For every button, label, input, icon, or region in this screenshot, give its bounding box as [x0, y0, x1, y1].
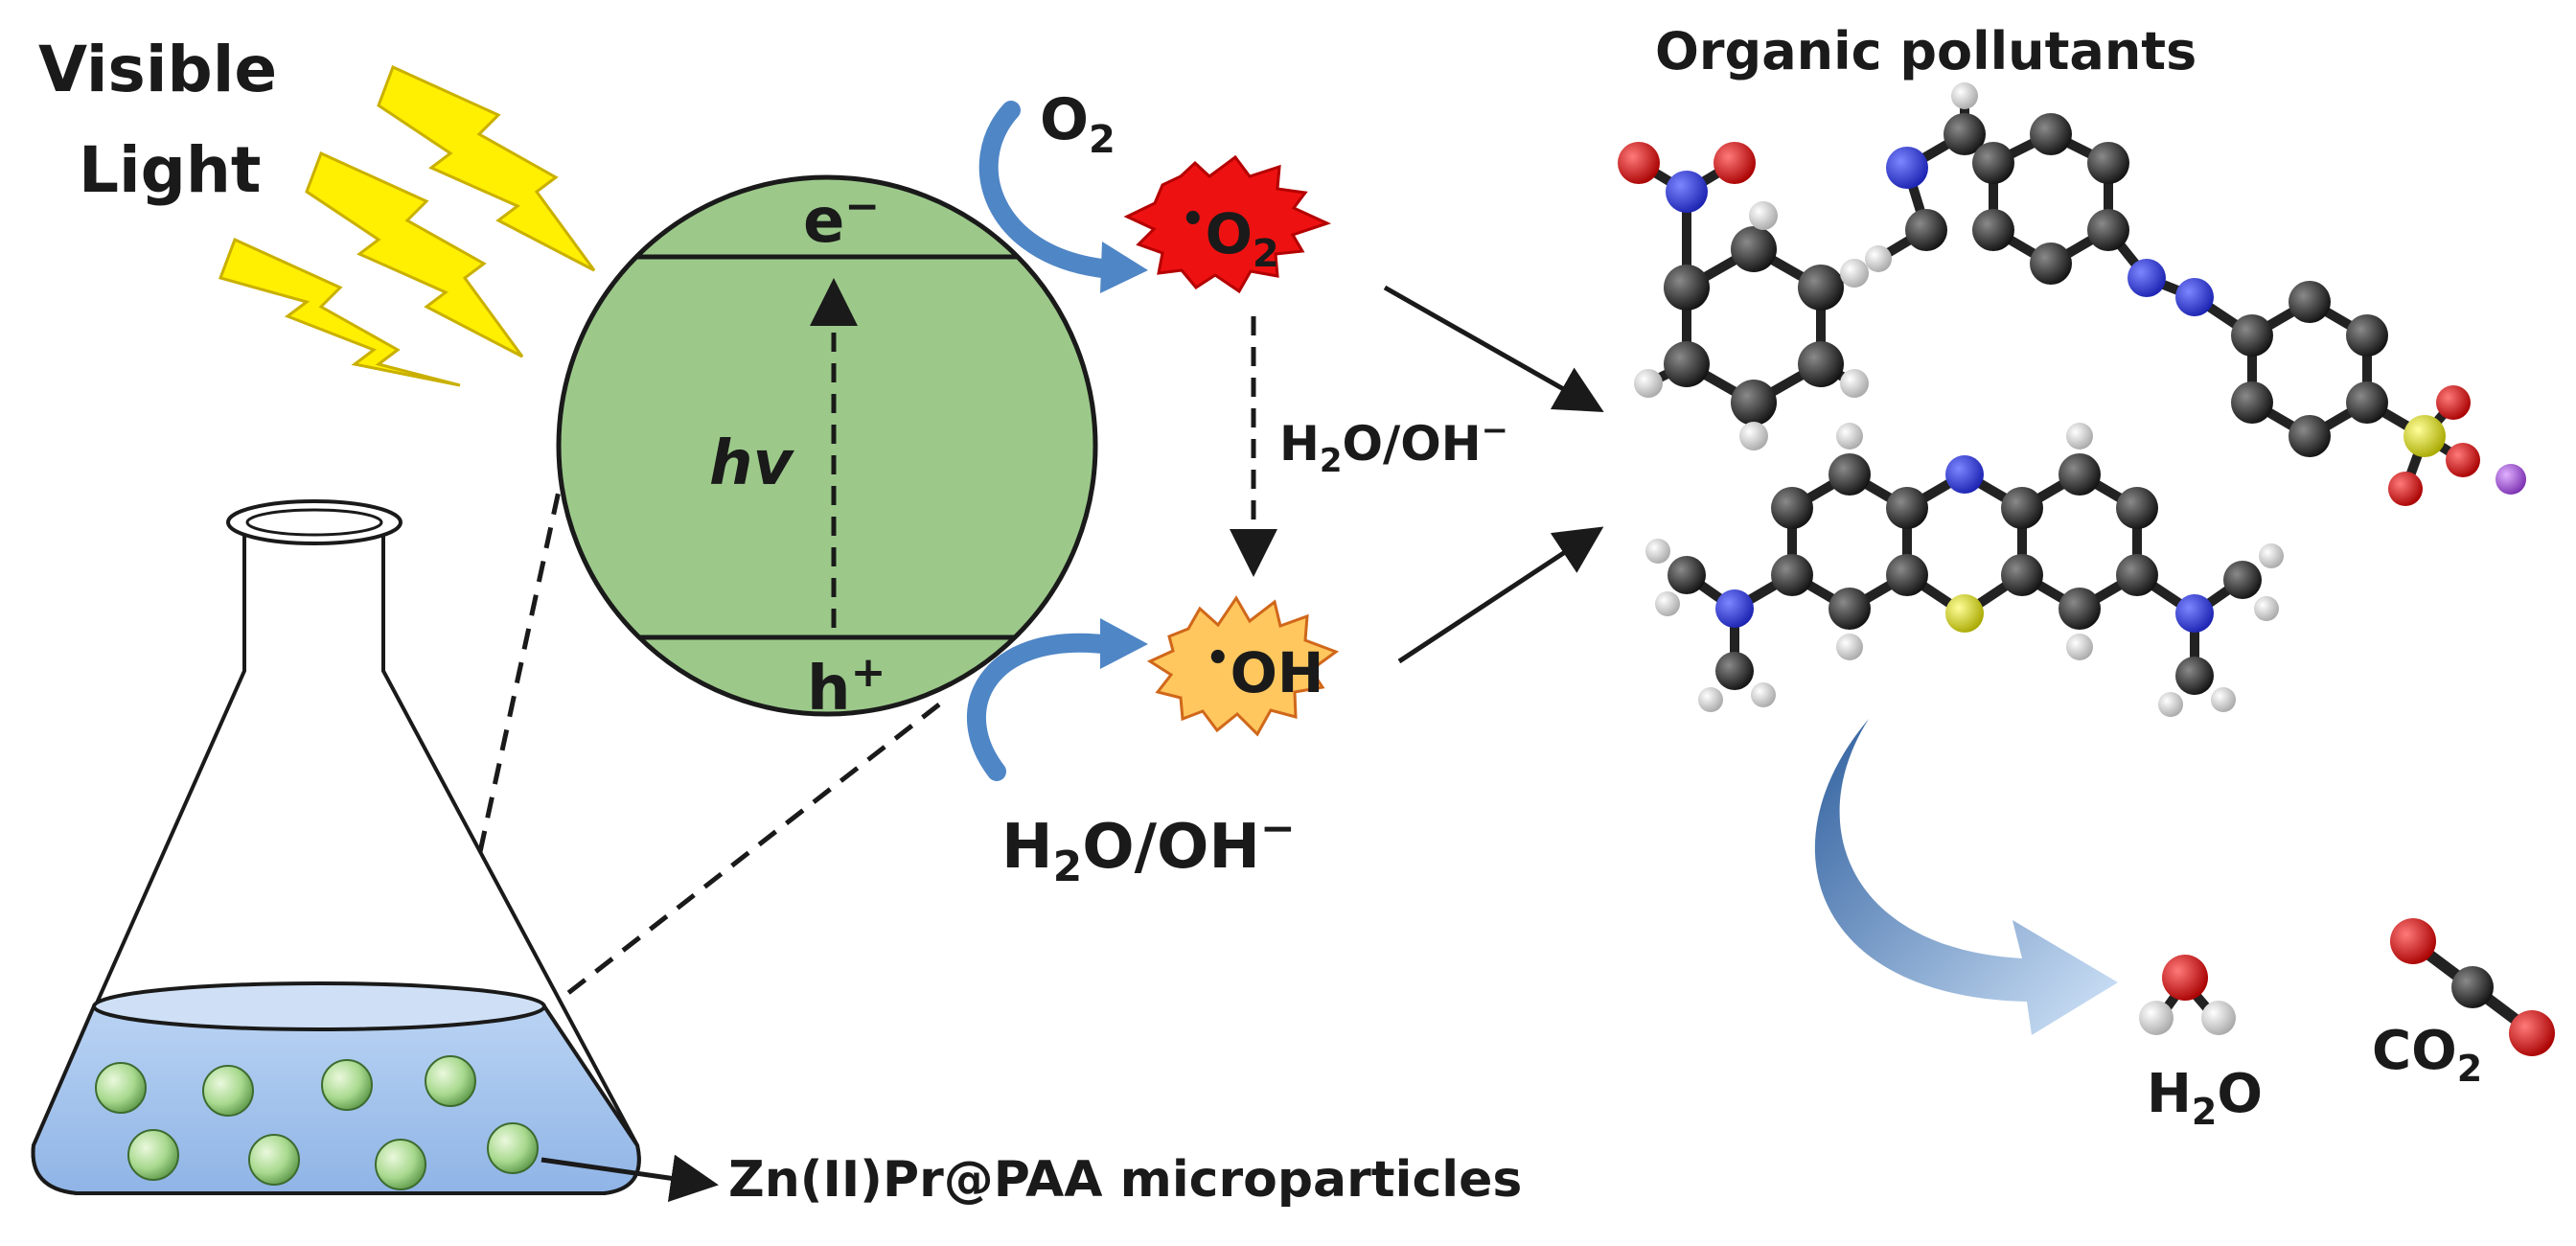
- hole-label: h+: [807, 648, 886, 725]
- visible-label: Visible: [38, 33, 277, 106]
- particle-icon: [127, 1129, 179, 1181]
- lightning-bolt-icon: [218, 237, 461, 387]
- particle-icon: [375, 1139, 426, 1190]
- band-diagram-sphere: [556, 174, 1098, 717]
- hv-label: hv: [709, 428, 795, 499]
- electron-label: e−: [803, 182, 880, 257]
- microparticles: [95, 1055, 539, 1190]
- lightning-bolt-icon: [377, 64, 596, 272]
- h2o-product-label: H2O: [2147, 1063, 2263, 1133]
- nitrobenzene-molecule: [1618, 142, 1869, 450]
- o2-curved-arrow-head: [1100, 242, 1148, 293]
- methyl-orange-molecule: [1865, 82, 2526, 506]
- microparticles-label: Zn(II)Pr@PAA microparticles: [728, 1151, 1522, 1209]
- o2-curved-arrow-icon: [978, 101, 1112, 278]
- oh-curved-arrow-icon: [966, 633, 1112, 781]
- particle-icon: [95, 1062, 147, 1114]
- o2-label: O2: [1040, 86, 1116, 162]
- degradation-arrow-icon: [1814, 719, 2118, 1035]
- particle-icon: [248, 1134, 300, 1186]
- particle-icon: [202, 1065, 254, 1117]
- organic-pollutants-title: Organic pollutants: [1655, 21, 2196, 81]
- superoxide-to-pollutants-arrow: [1383, 285, 1604, 412]
- methylene-blue-molecule: [1645, 423, 2284, 717]
- lightning-bolts: [218, 64, 596, 387]
- microparticles-arrow: [540, 1154, 719, 1203]
- hydroxyl-to-pollutants-arrow: [1397, 526, 1604, 664]
- hydroxyl-label: •OH: [1206, 636, 1323, 705]
- water-molecule: [2139, 955, 2236, 1035]
- particle-icon: [425, 1055, 476, 1107]
- hydroxyl-burst-icon: [1146, 595, 1340, 737]
- light-label: Light: [79, 133, 261, 207]
- superoxide-burst-icon: [1123, 154, 1332, 294]
- particle-icon: [321, 1059, 373, 1111]
- h2o-oh-bottom-label: H2O/OH−: [1001, 804, 1296, 891]
- h2o-oh-middle-label: H2O/OH−: [1279, 411, 1508, 480]
- co2-product-label: CO2: [2372, 1020, 2482, 1090]
- superoxide-label: •O2: [1181, 197, 1279, 276]
- lightning-bolt-icon: [305, 150, 524, 358]
- particle-icon: [487, 1122, 539, 1174]
- co2-molecule: [2390, 918, 2555, 1056]
- oh-curved-arrow-head: [1100, 618, 1148, 669]
